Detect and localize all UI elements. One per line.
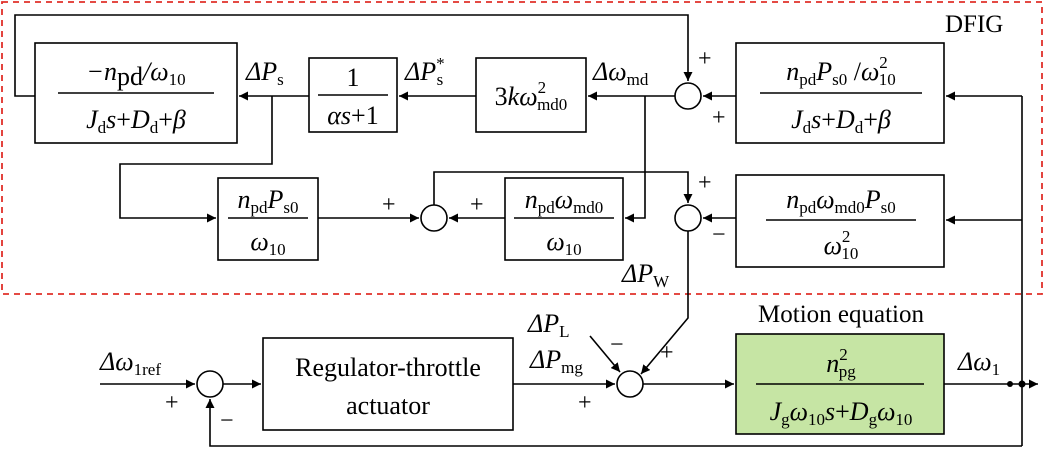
sign-sum5-bottom: +	[578, 390, 592, 416]
svg-text:αs+1: αs+1	[327, 101, 378, 130]
block-dfig-inertia-negative: −npd/ω10 Jds+Dd+β	[34, 42, 238, 144]
regulator-label-line2: actuator	[346, 391, 430, 420]
sign-sum4-left: +	[165, 390, 179, 416]
svg-text:Jds+Dd+β: Jds+Dd+β	[791, 105, 891, 137]
sign-sum3-top: +	[698, 170, 712, 196]
svg-text:npdωmd0: npdωmd0	[525, 185, 604, 217]
signal-delta-pw: ΔPW	[621, 259, 670, 291]
signal-delta-ps: ΔPs	[245, 57, 284, 89]
signal-delta-pmg: ΔPmg	[529, 345, 583, 377]
summing-junction-speed	[674, 82, 702, 110]
block-npd-ps0-over-omega10: npdPs0 ω10	[217, 177, 319, 261]
dfig-region-label: DFIG	[945, 11, 1003, 38]
signal-delta-ps-star: ΔP*s	[404, 54, 445, 89]
sign-sum2-left: +	[382, 192, 396, 218]
signal-delta-pl: ΔPL	[527, 309, 570, 341]
block-first-order-lag: 1 αs+1	[308, 57, 398, 133]
sign-sum1-bottom: +	[712, 105, 726, 131]
sign-sum5-top-right: +	[660, 340, 674, 366]
sign-sum4-bottom: −	[220, 408, 234, 434]
summing-junction-reference	[196, 370, 224, 398]
junction-dot-output	[1018, 380, 1026, 388]
svg-text:npdPs0: npdPs0	[237, 185, 298, 217]
sign-sum3-right: −	[712, 222, 726, 248]
block-regulator-throttle-actuator: Regulator-throttle actuator	[262, 337, 514, 431]
block-first-order-lag-num: 1	[347, 63, 360, 92]
summing-junction-power-right	[674, 204, 702, 232]
svg-text:npdωmd0Ps0: npdωmd0Ps0	[786, 185, 896, 217]
junction-dot-output-2	[1007, 381, 1013, 387]
svg-text:ω10: ω10	[250, 227, 285, 259]
signal-delta-omega1: Δω1	[957, 347, 1000, 379]
summing-junction-mechanical-power	[616, 370, 644, 398]
regulator-label-line1: Regulator-throttle	[295, 353, 481, 382]
block-npd-omega-md0-over-omega10: npdωmd0 ω10	[504, 177, 624, 261]
sign-sum5-top-left: −	[610, 332, 624, 358]
motion-equation-label: Motion equation	[758, 301, 924, 328]
svg-text:Jgω10s+Dgω10: Jgω10s+Dgω10	[770, 397, 913, 429]
sign-sum1-top: +	[698, 46, 712, 72]
dfig-region-border	[1, 1, 1043, 295]
svg-text:Jds+Dd+β: Jds+Dd+β	[86, 105, 186, 137]
svg-text:ω10: ω10	[546, 227, 581, 259]
summing-junction-power-mid	[420, 204, 448, 232]
svg-text:−npd/ω10: −npd/ω10	[86, 57, 185, 91]
sign-sum2-right: +	[470, 192, 484, 218]
signal-delta-omega1ref: Δω1ref	[99, 347, 161, 379]
signal-delta-omega-md: Δωmd	[592, 57, 649, 89]
